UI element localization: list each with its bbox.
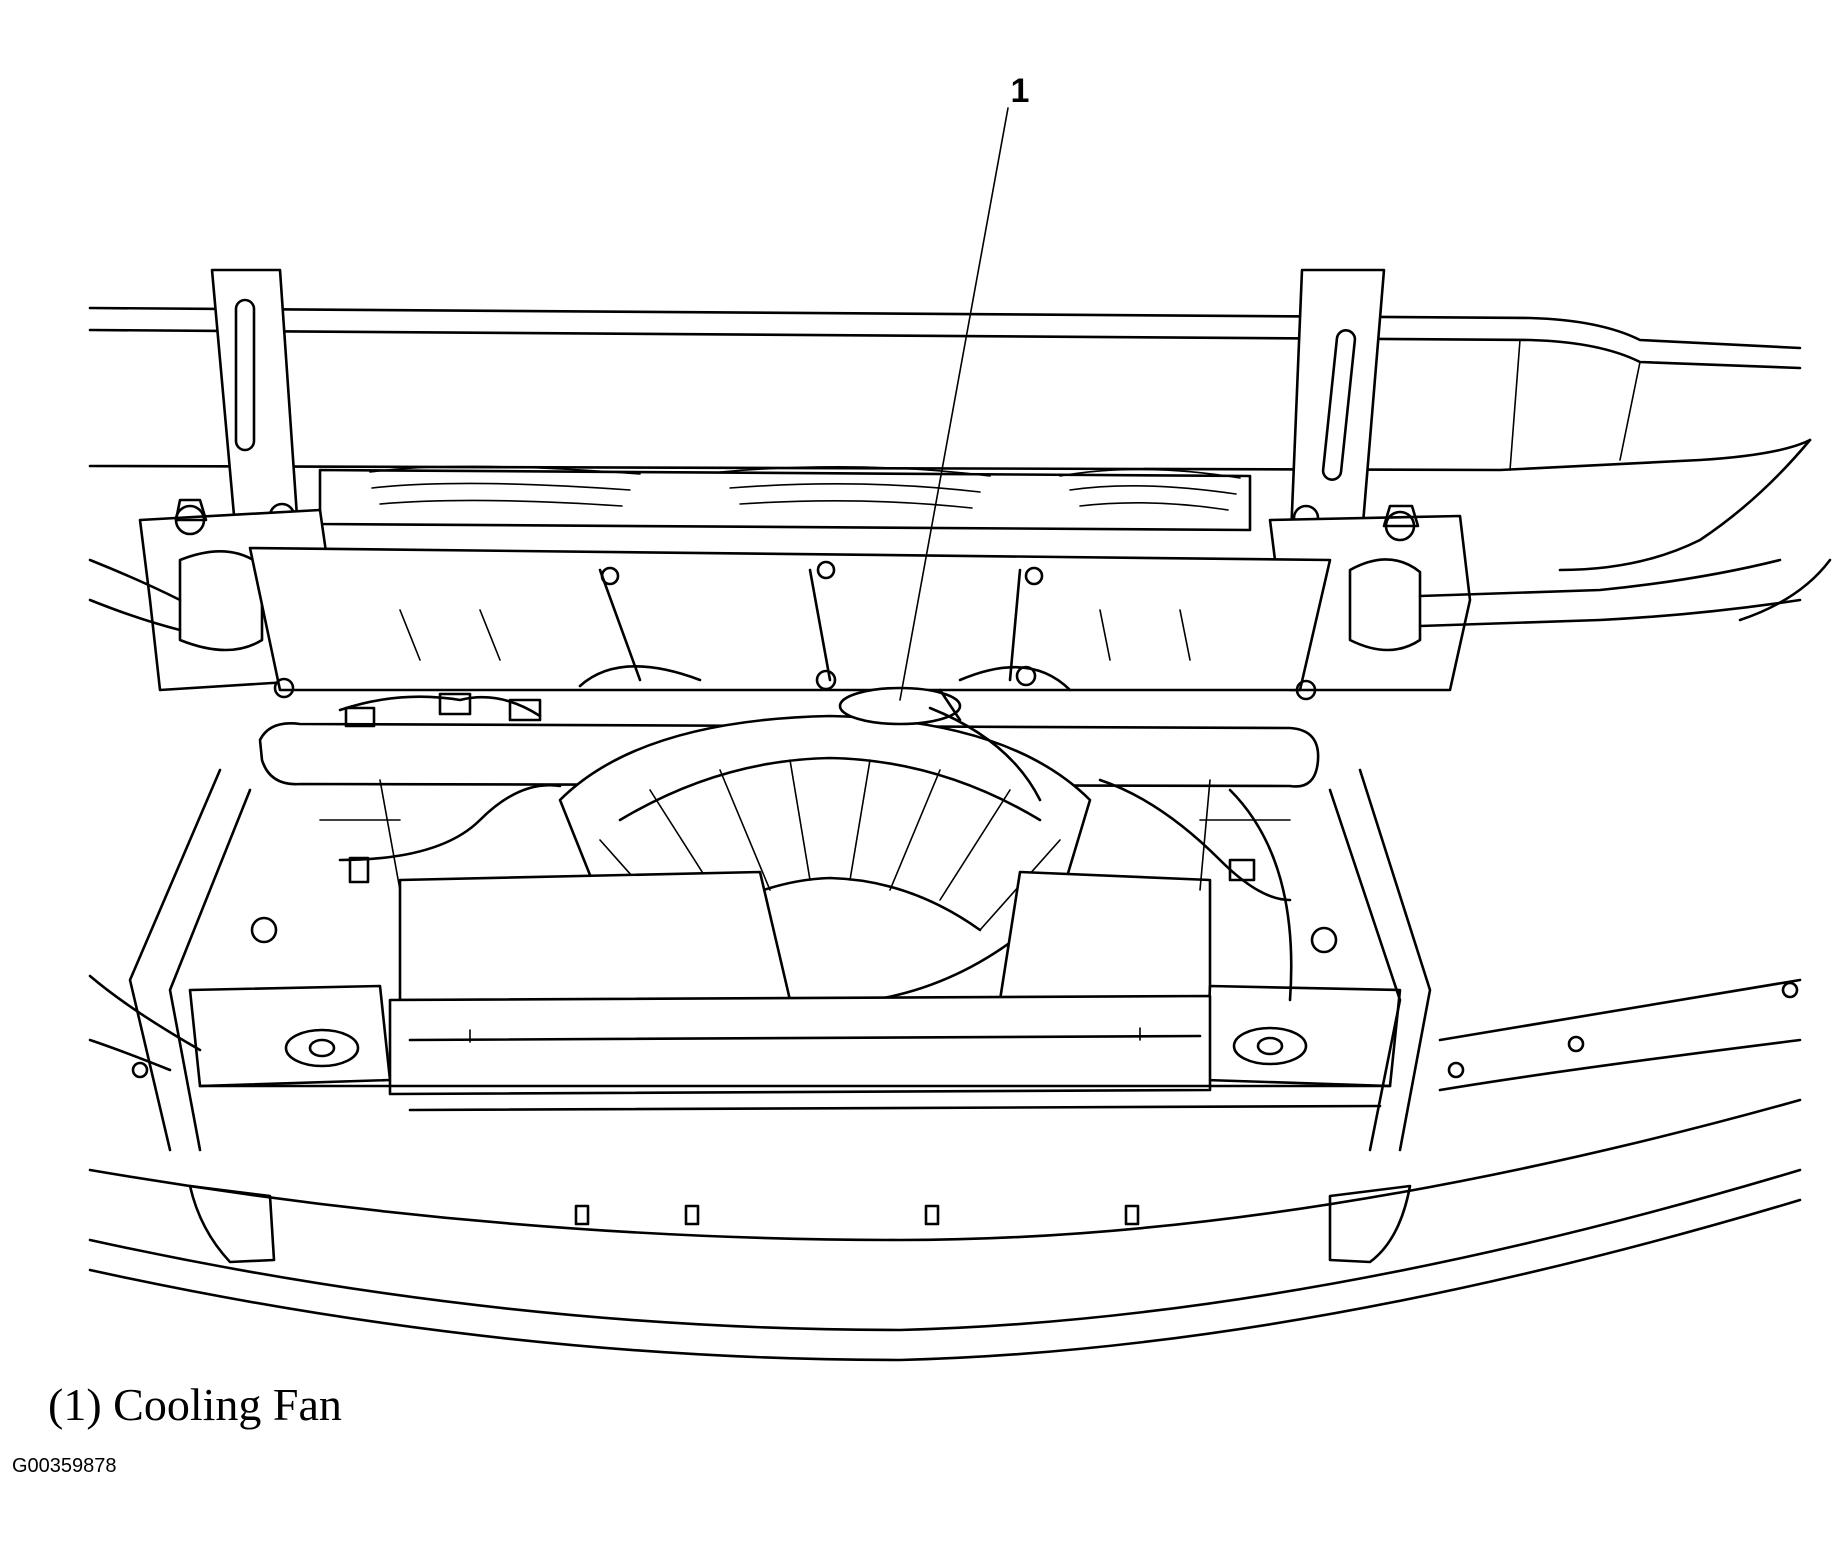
wiring-harness (338, 692, 1292, 902)
right-mounting-bracket (1288, 268, 1386, 562)
figure-caption: (1) Cooling Fan (48, 1379, 342, 1430)
figure-id: G00359878 (12, 1455, 117, 1477)
callout-1-number: 1 (1011, 72, 1030, 110)
callout-1: 1 (899, 72, 1030, 701)
right-side-bracket (1268, 504, 1802, 692)
shroud-crossmember (248, 546, 1332, 701)
upper-frame-rail (88, 306, 1832, 622)
radiator-top (318, 465, 1252, 532)
lower-radiator-support (188, 984, 1402, 1112)
front-bumper (88, 974, 1802, 1362)
side-rails (128, 768, 1432, 1152)
